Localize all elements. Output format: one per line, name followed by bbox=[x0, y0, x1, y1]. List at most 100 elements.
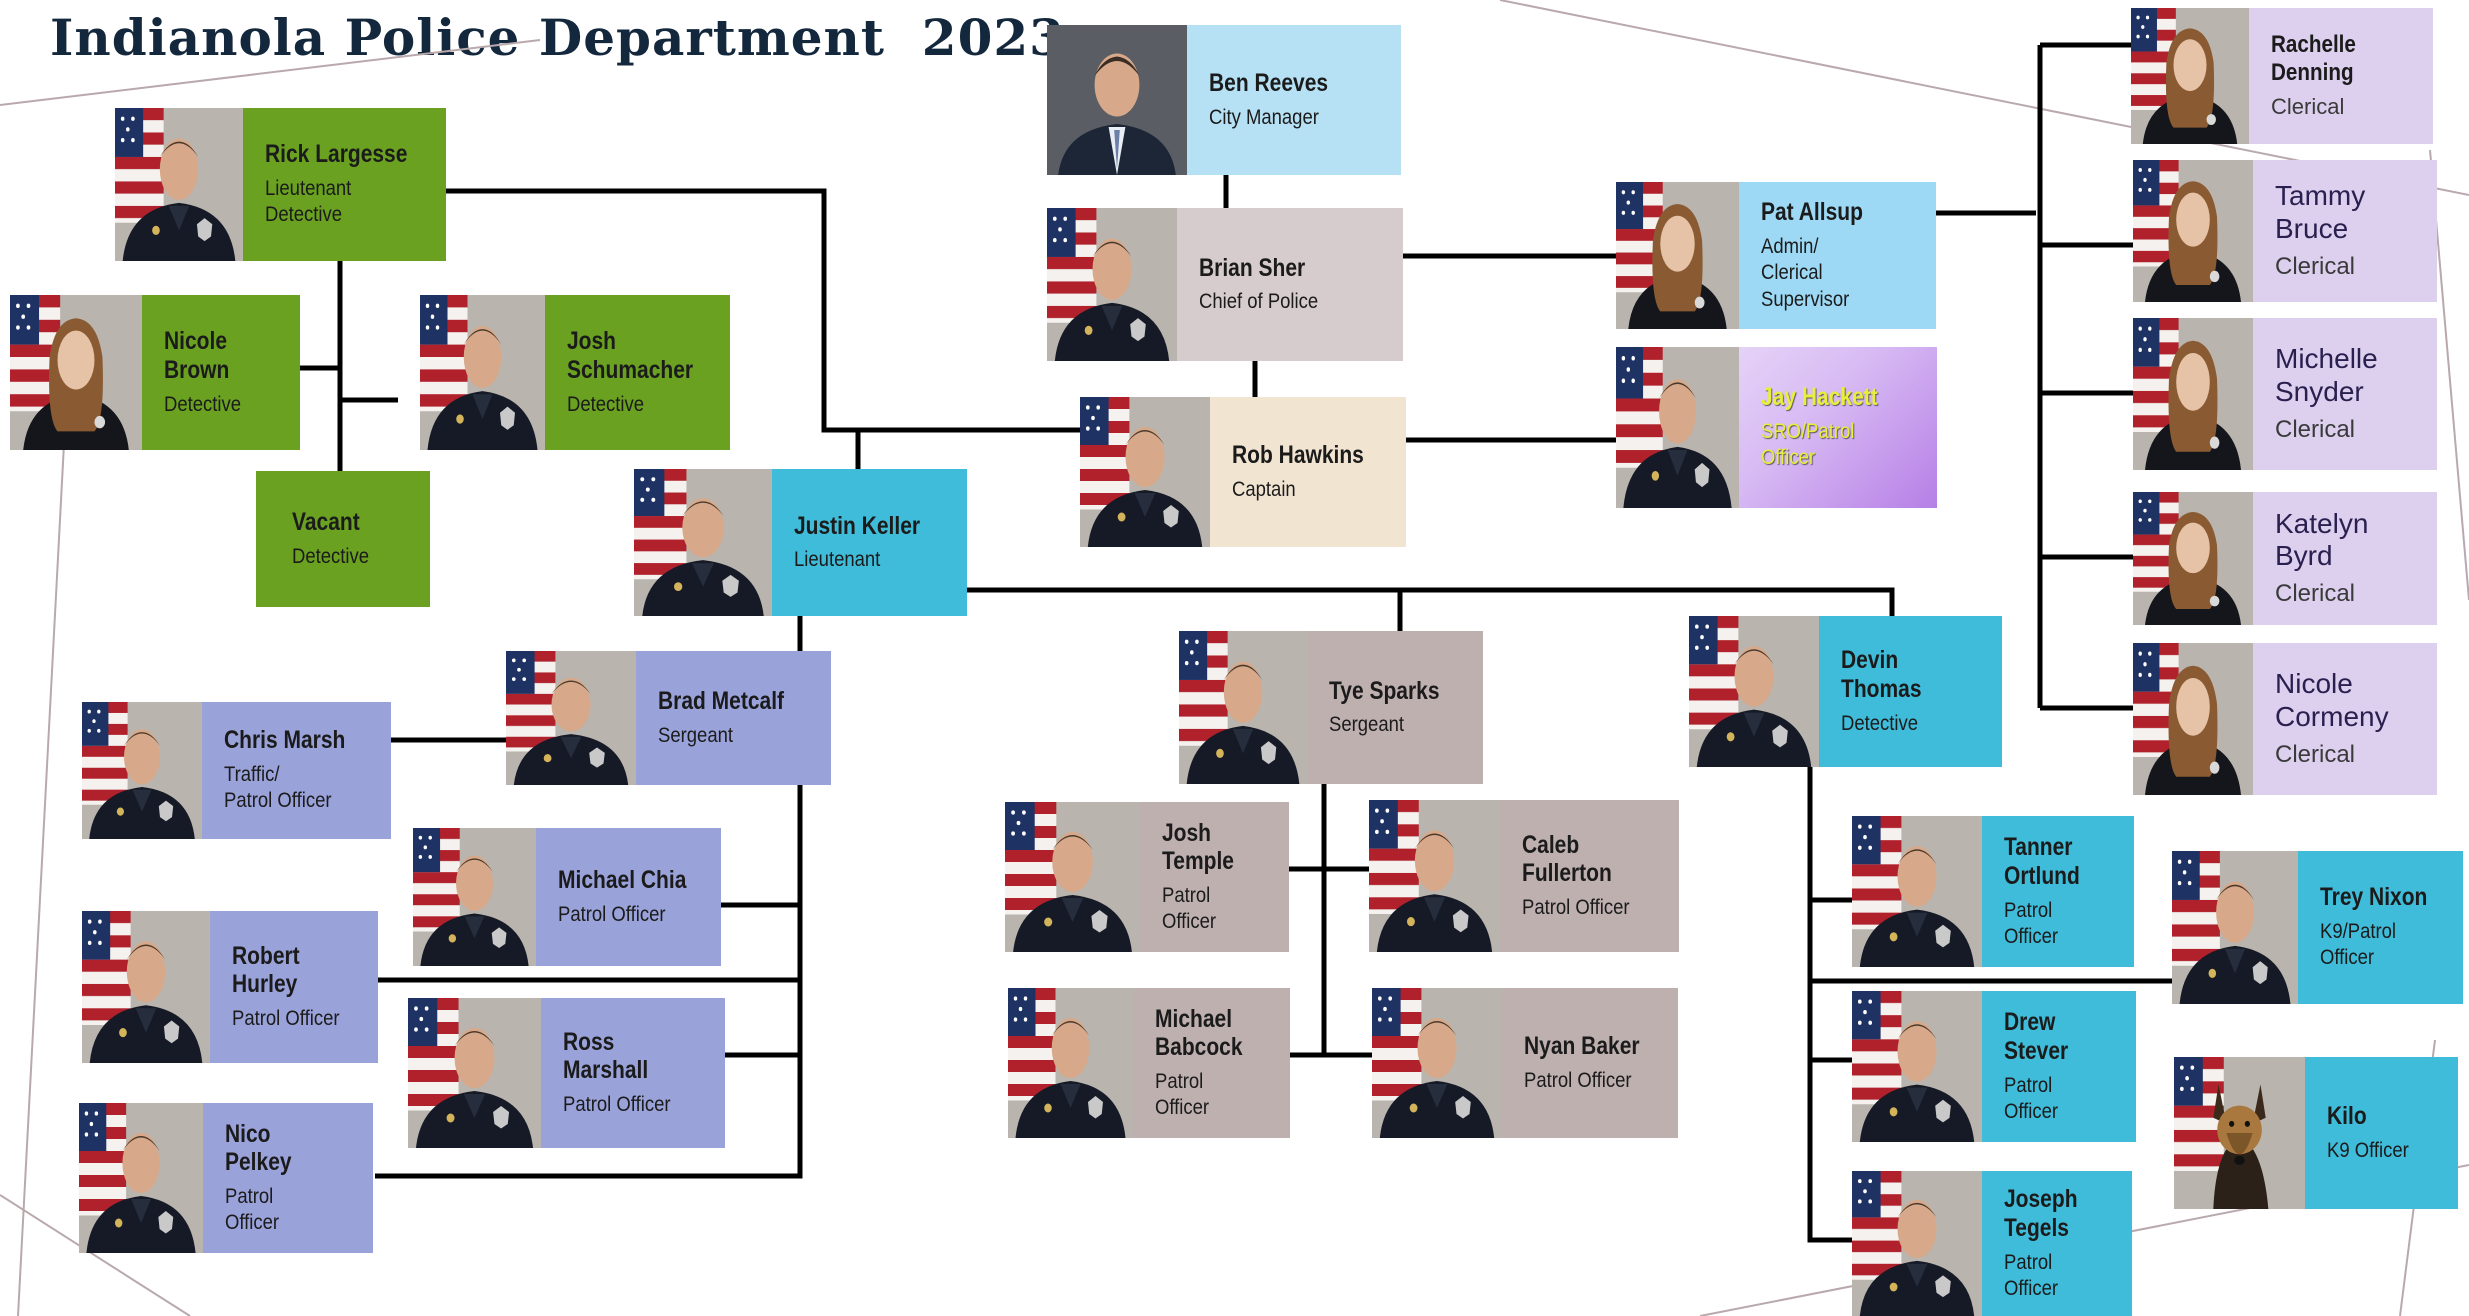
portrait-photo bbox=[1852, 1171, 1982, 1316]
portrait-photo bbox=[2133, 643, 2253, 795]
person-name: Devin Thomas bbox=[1841, 646, 1922, 703]
person-role: Captain bbox=[1232, 477, 1296, 501]
person-role: Detective bbox=[164, 392, 242, 416]
person-role: Detective bbox=[567, 392, 645, 416]
portrait-photo bbox=[2172, 851, 2298, 1004]
person-role: Clerical bbox=[2275, 580, 2356, 608]
person-name: Drew Stever bbox=[2004, 1008, 2069, 1065]
person-name: Nicole Brown bbox=[164, 327, 230, 384]
person-role: Traffic/ Patrol Officer bbox=[224, 763, 332, 813]
person-name: Josh Temple bbox=[1162, 818, 1234, 876]
person-name: Michael Chia bbox=[558, 866, 687, 894]
person-role: Clerical bbox=[2275, 252, 2356, 280]
person-name: Rob Hawkins bbox=[1232, 441, 1364, 469]
person-role: K9/Patrol Officer bbox=[2320, 920, 2397, 970]
person-name: Tammy Bruce bbox=[2275, 180, 2366, 244]
person-role: Patrol Officer bbox=[232, 1007, 340, 1031]
person-name: Michael Babcock bbox=[1155, 1004, 1243, 1062]
person-name: Nyan Baker bbox=[1524, 1032, 1640, 1060]
person-name: Pat Allsup bbox=[1761, 198, 1863, 227]
person-name: Nico Pelkey bbox=[225, 1119, 292, 1177]
connector-line bbox=[446, 188, 1080, 433]
person-name: Jay Hackett bbox=[1761, 383, 1878, 412]
portrait-photo bbox=[1616, 182, 1739, 329]
portrait-photo bbox=[413, 828, 536, 966]
person-card-kilo: Kilo K9 Officer bbox=[2174, 1057, 2458, 1209]
person-name: Katelyn Byrd bbox=[2275, 507, 2369, 571]
portrait-photo bbox=[1005, 802, 1140, 952]
portrait-photo bbox=[408, 998, 541, 1148]
person-role: K9 Officer bbox=[2327, 1138, 2409, 1162]
person-name: Josh Schumacher bbox=[567, 327, 694, 384]
person-role: Patrol Officer bbox=[225, 1185, 280, 1235]
connector-line bbox=[1807, 767, 1852, 1243]
person-role: Sergeant bbox=[658, 723, 734, 747]
portrait-photo bbox=[1047, 208, 1177, 361]
connector-line bbox=[375, 616, 803, 1179]
person-role: Patrol Officer bbox=[2004, 1250, 2059, 1300]
person-name: Kilo bbox=[2327, 1102, 2367, 1130]
portrait-photo bbox=[2133, 160, 2253, 302]
portrait-photo bbox=[2133, 492, 2253, 625]
portrait-photo bbox=[79, 1103, 203, 1253]
portrait-photo bbox=[1369, 800, 1500, 952]
person-role: Patrol Officer bbox=[563, 1093, 671, 1117]
person-role: Clerical bbox=[2275, 415, 2356, 443]
person-name: Michelle Snyder bbox=[2275, 343, 2378, 407]
person-role: Sergeant bbox=[1329, 713, 1405, 737]
portrait-photo bbox=[1616, 347, 1739, 508]
portrait-photo bbox=[1852, 991, 1982, 1142]
portrait-photo bbox=[1179, 631, 1307, 784]
person-name: Brian Sher bbox=[1199, 253, 1306, 282]
portrait-photo bbox=[1689, 616, 1819, 767]
person-name: Trey Nixon bbox=[2320, 883, 2428, 912]
person-role: Clerical bbox=[2275, 740, 2356, 768]
portrait-photo bbox=[10, 295, 142, 450]
person-name: Chris Marsh bbox=[224, 726, 346, 755]
connector-line bbox=[1321, 784, 1372, 1058]
person-name: Caleb Fullerton bbox=[1522, 830, 1612, 888]
person-role: Chief of Police bbox=[1199, 290, 1319, 314]
person-role: Patrol Officer bbox=[1524, 1068, 1632, 1092]
person-name: Rick Largesse bbox=[265, 140, 408, 169]
portrait-photo bbox=[1080, 397, 1210, 547]
page-title: Indianola Police Department 2023 bbox=[50, 8, 1065, 67]
person-role: Clerical bbox=[2271, 94, 2345, 120]
portrait-photo bbox=[2174, 1057, 2305, 1209]
portrait-photo bbox=[115, 108, 243, 261]
person-name: Vacant bbox=[292, 508, 360, 536]
person-name: Tye Sparks bbox=[1329, 676, 1440, 705]
portrait-photo bbox=[420, 295, 545, 450]
person-role: Detective bbox=[292, 544, 370, 568]
person-role: Patrol Officer bbox=[2004, 1073, 2059, 1123]
person-role: SRO/Patrol Officer bbox=[1761, 420, 1855, 470]
portrait-photo bbox=[82, 911, 210, 1063]
